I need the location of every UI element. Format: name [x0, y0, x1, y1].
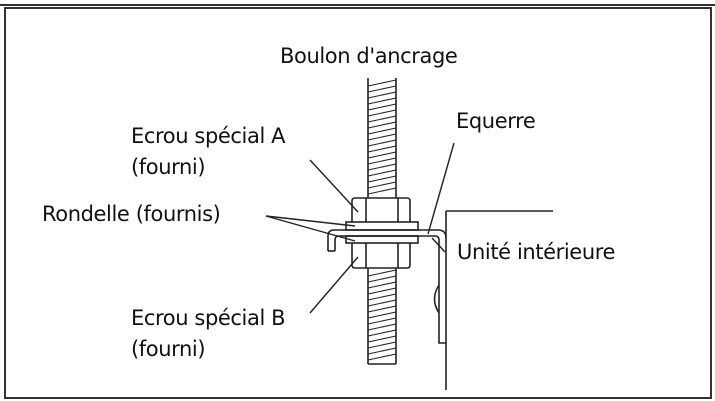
diagram-frame	[4, 7, 712, 399]
label-bracket: Equerre	[456, 109, 536, 133]
label-special-nut-b-supplied: (fourni)	[131, 337, 206, 361]
special-nut-a	[351, 197, 411, 222]
indoor-unit-outline	[445, 210, 553, 390]
label-special-nut-b: Ecrou spécial B	[131, 306, 286, 330]
leader-bracket-inner	[431, 237, 446, 253]
label-indoor-unit: Unité intérieure	[457, 240, 616, 264]
leader-washer-upper	[265, 215, 356, 227]
washer-upper	[345, 221, 419, 231]
special-nut-b	[351, 243, 411, 269]
leader-washer-lower	[265, 215, 356, 242]
leader-lines	[265, 142, 455, 314]
label-anchor-bolt: Boulon d'ancrage	[280, 44, 458, 68]
leader-nut-b	[309, 256, 359, 314]
anchor-bolt-lower	[367, 268, 397, 365]
label-special-nut-a-supplied: (fourni)	[131, 155, 206, 179]
anchor-bolt-upper	[367, 78, 397, 198]
label-washer: Rondelle (fournis)	[42, 202, 221, 226]
frame-top-border	[0, 0, 715, 6]
leader-nut-a	[309, 159, 359, 213]
washer-lower	[345, 235, 419, 244]
label-special-nut-a: Ecrou spécial A	[131, 124, 286, 148]
leader-bracket	[427, 142, 455, 235]
